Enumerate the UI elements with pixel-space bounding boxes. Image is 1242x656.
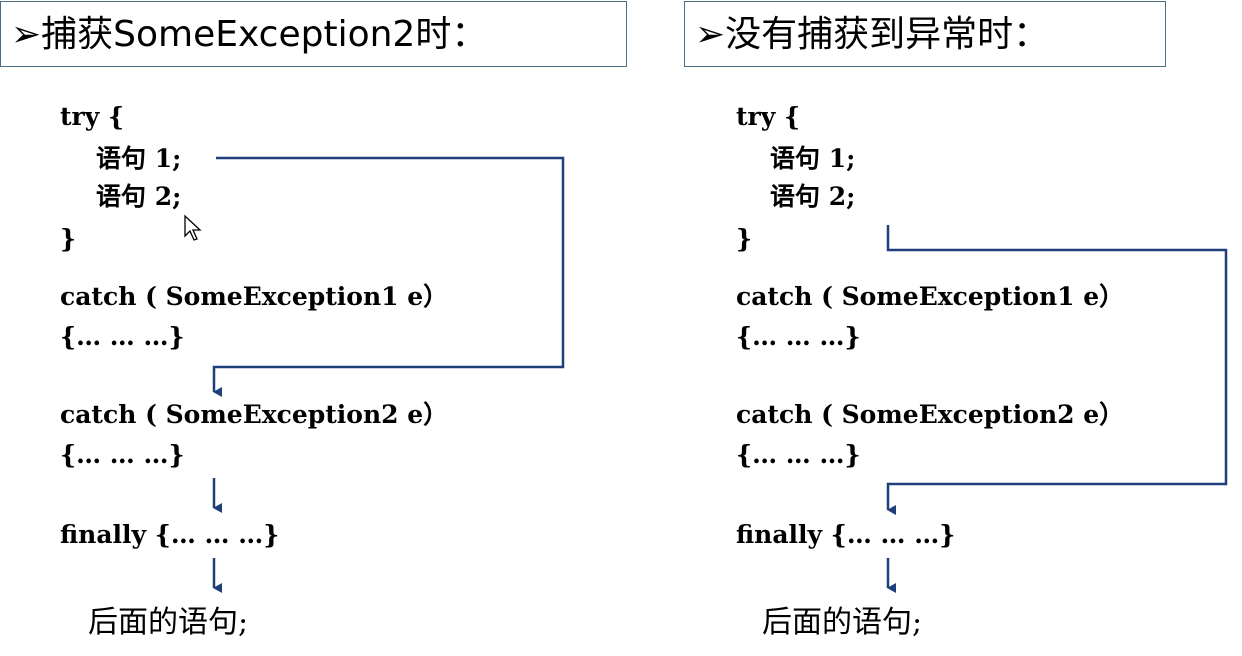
mouse-cursor-icon (184, 214, 202, 241)
left-title: ➢捕获SomeException2时： (11, 14, 488, 55)
left-catch1: catch ( SomeException1 e） (60, 282, 449, 311)
left-stmt1: 语句 1; (96, 144, 182, 173)
right-catch2: catch ( SomeException2 e） (736, 400, 1125, 429)
right-catch1-body: {… … …} (736, 322, 861, 351)
left-flow-stmt1-to-catch2 (212, 156, 565, 397)
right-after-statement: 后面的语句; (762, 605, 923, 640)
left-title-box: ➢捕获SomeException2时： (0, 1, 627, 67)
right-finally: finally {… … …} (736, 520, 956, 549)
right-try-close: } (736, 224, 753, 253)
left-catch1-body: {… … …} (60, 322, 185, 351)
right-flow-try-to-finally (886, 225, 1228, 515)
right-title-box: ➢没有捕获到异常时： (684, 1, 1166, 67)
left-finally: finally {… … …} (60, 520, 280, 549)
left-catch2-body: {… … …} (60, 440, 185, 469)
left-stmt2: 语句 2; (96, 182, 182, 211)
right-stmt2: 语句 2; (770, 182, 856, 211)
right-title: ➢没有捕获到异常时： (695, 14, 1050, 55)
right-catch2-body: {… … …} (736, 440, 861, 469)
left-try-open: try { (60, 102, 125, 131)
left-try-close: } (60, 224, 77, 253)
right-catch1: catch ( SomeException1 e） (736, 282, 1125, 311)
left-catch2: catch ( SomeException2 e） (60, 400, 449, 429)
right-try-open: try { (736, 102, 801, 131)
left-after-statement: 后面的语句; (88, 605, 249, 640)
right-stmt1: 语句 1; (770, 144, 856, 173)
